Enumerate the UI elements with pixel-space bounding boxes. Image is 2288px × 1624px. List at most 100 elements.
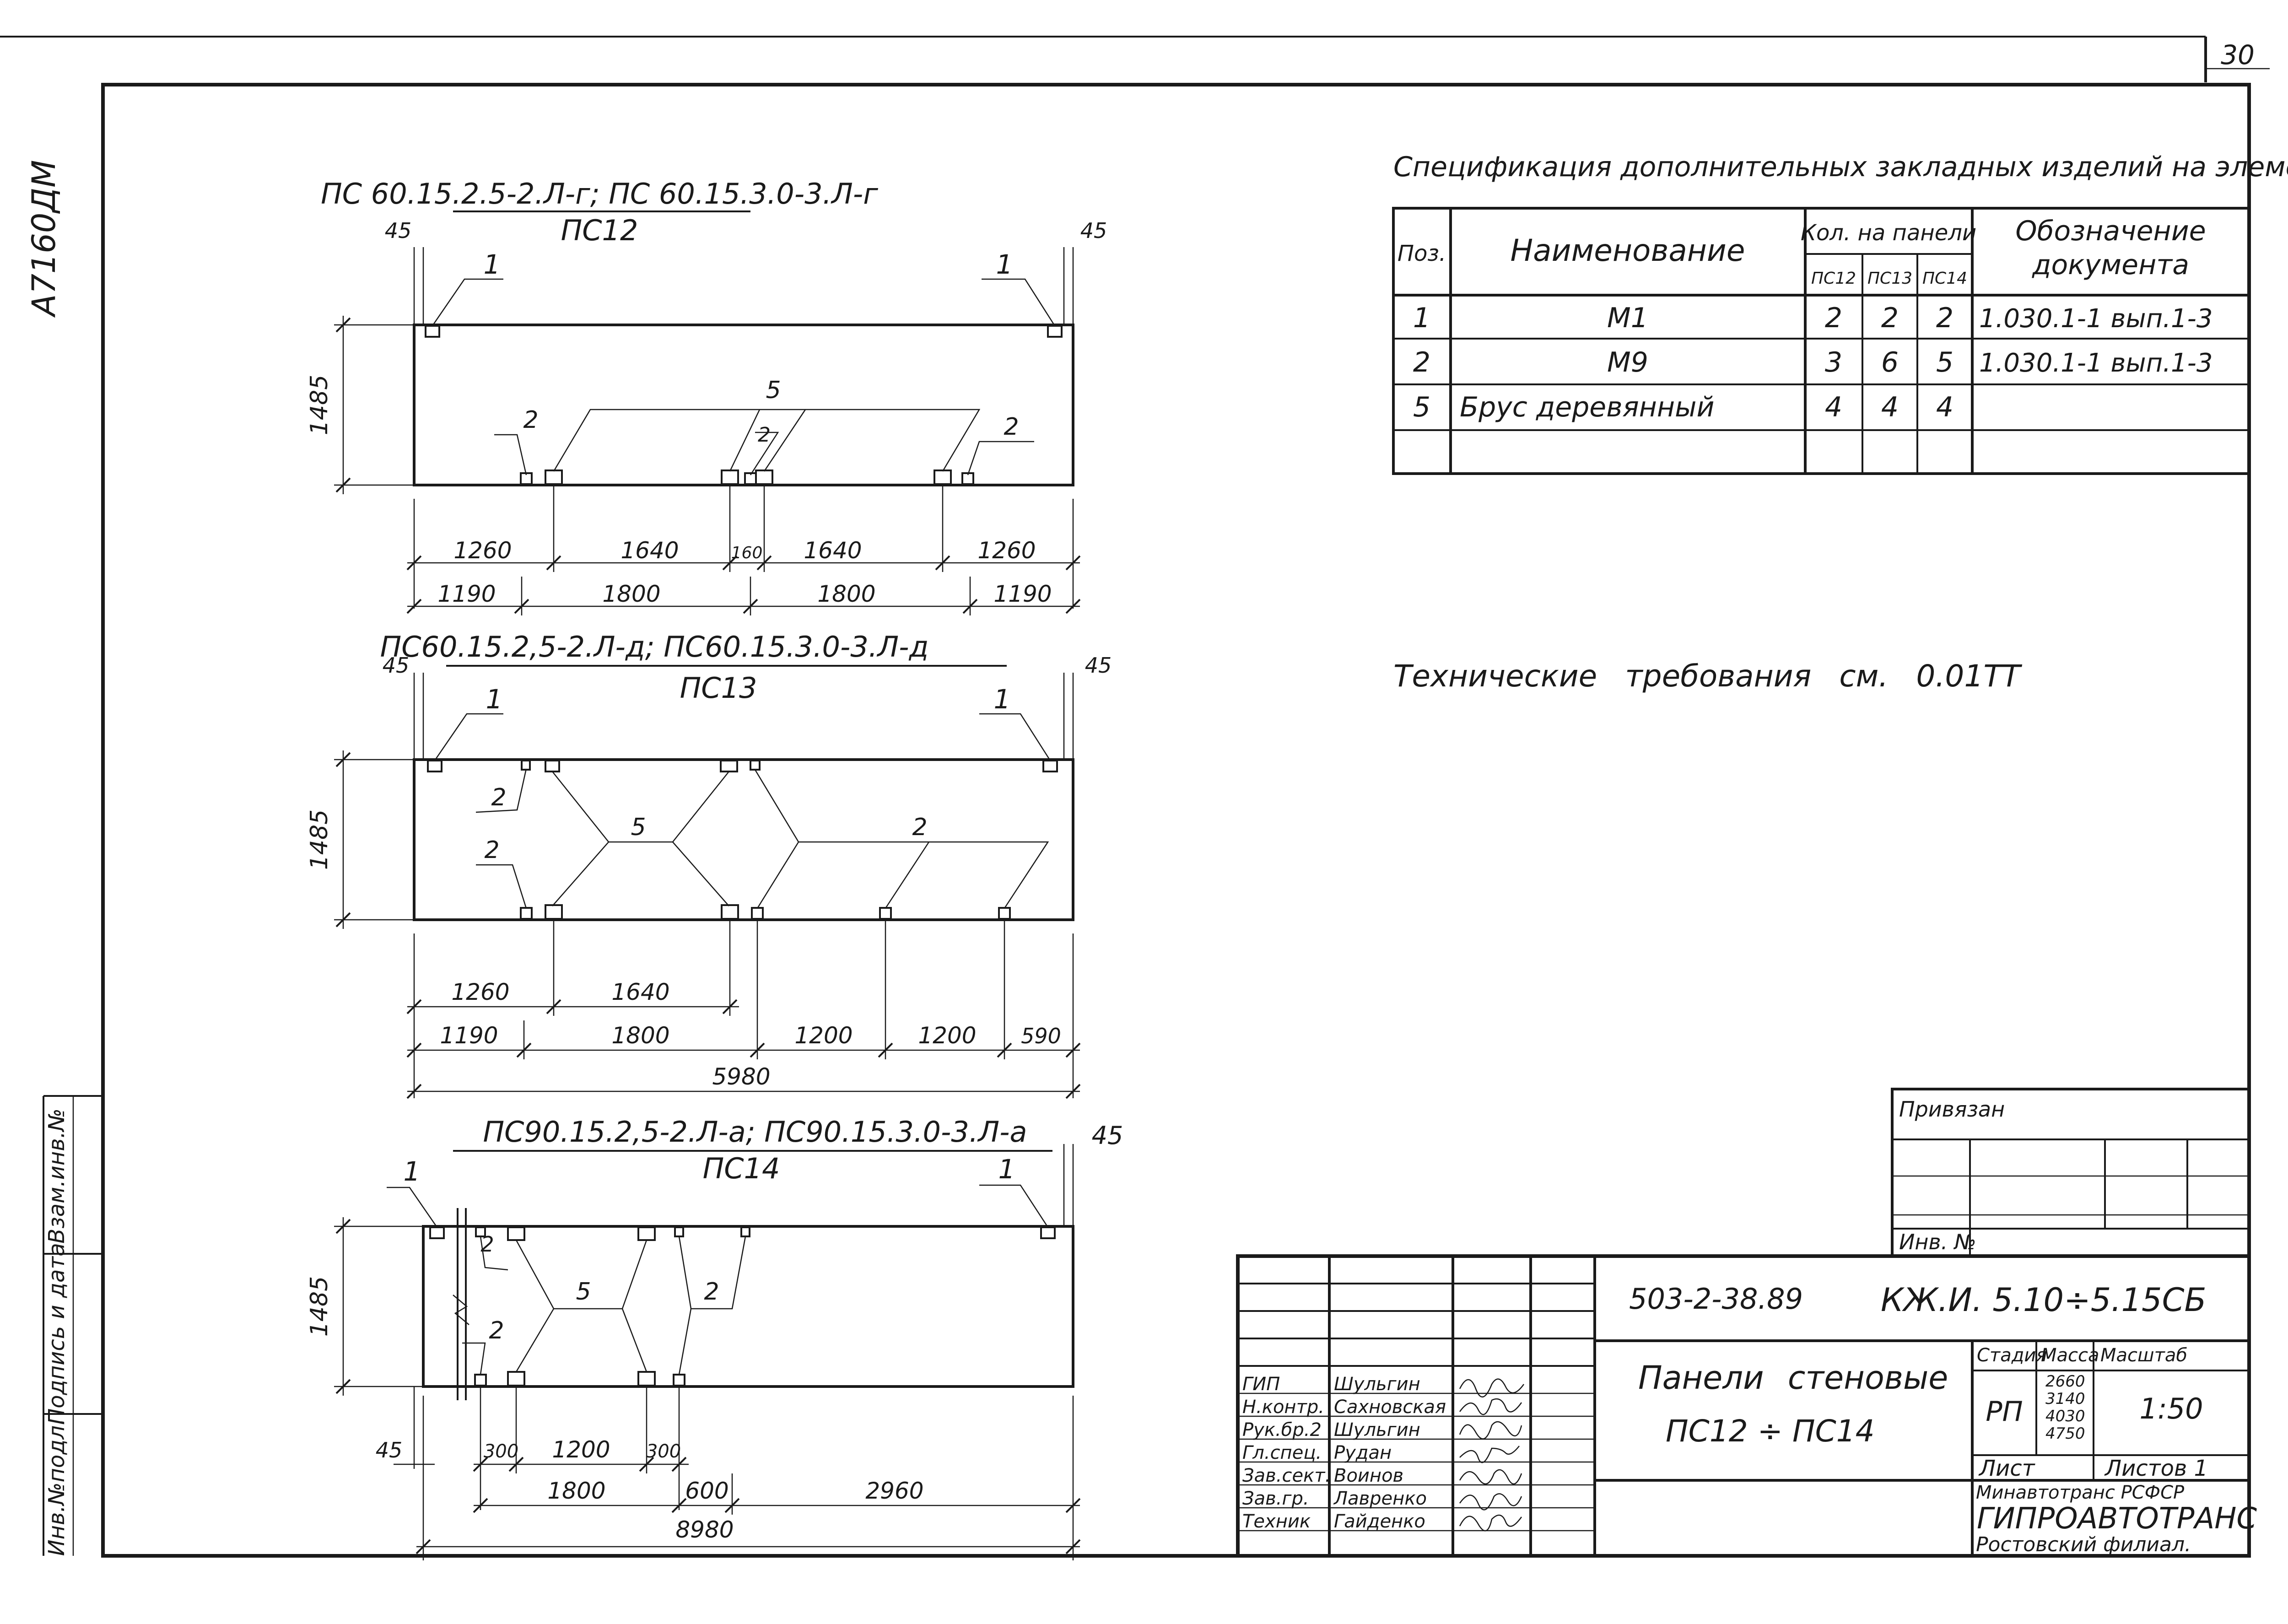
scale-label: Масштаб <box>2100 1345 2187 1366</box>
panel-2-callout-5: 5 <box>631 814 646 841</box>
staff-name-7: Гайденко <box>1334 1511 1425 1532</box>
panel-pc12: ПС 60.15.2.5-2.Л-г; ПС 60.15.3.0-3.Л-г П… <box>306 177 1107 615</box>
panel-3-edge-left: 45 <box>376 1438 403 1462</box>
side-stamp-sign: Подпись и дата <box>44 1243 70 1425</box>
drawing-code: КЖ.И. 5.10÷5.15СБ <box>1881 1281 2206 1319</box>
title-block: ГИП Шульгин Н.контр. Сахновская Рук.бр.2… <box>1236 1254 2257 1558</box>
spec-row-1-pos: 1 <box>1413 302 1430 334</box>
panel-1-edge-right: 45 <box>1080 218 1107 243</box>
panel-2-title: ПС60.15.2,5-2.Л-д; ПС60.15.3.0-3.Л-д <box>380 630 929 664</box>
staff-name-5: Воинов <box>1334 1465 1403 1486</box>
panel-1-dim-1260b: 1260 <box>977 537 1036 564</box>
binding-block: Привязан Инв. № <box>1891 1088 2250 1257</box>
panel-3-callout-2a: 2 <box>480 1232 494 1257</box>
spec-row-2-name: М9 <box>1607 346 1648 378</box>
spec-table: Спецификация дополнительных закладных из… <box>1392 151 2288 475</box>
panel-1-name: ПС12 <box>561 214 638 247</box>
panel-2-dim-590: 590 <box>1021 1024 1061 1048</box>
sheets-label: Листов 1 <box>2104 1456 2208 1481</box>
panel-1-outline <box>413 324 1074 486</box>
staff-role-2: Н.контр. <box>1242 1397 1324 1418</box>
panel-2-dim-1190: 1190 <box>440 1022 498 1049</box>
side-stamp-inv: Инв.№подл. <box>44 1419 70 1556</box>
spec-row-2-q3: 5 <box>1936 346 1953 378</box>
staff-role-7: Техник <box>1242 1511 1311 1532</box>
panel-2-callout-2b: 2 <box>484 836 499 864</box>
spec-qty-col-3: ПС14 <box>1922 269 1967 288</box>
panel-3-dim-600: 600 <box>685 1478 728 1504</box>
panel-2-callout-2a: 2 <box>491 784 506 811</box>
panel-3-outline <box>422 1225 1074 1388</box>
stage-value: РП <box>1986 1396 2023 1428</box>
panel-3-dim-2960: 2960 <box>865 1478 923 1504</box>
mass-value-1: 2660 <box>2045 1372 2085 1391</box>
sheet-label: Лист <box>1978 1456 2036 1481</box>
panel-1-edge-left: 45 <box>385 218 412 243</box>
panel-3-callout-1a: 1 <box>404 1156 421 1187</box>
panel-3-callout-2c: 2 <box>489 1317 504 1344</box>
binding-label: Привязан <box>1899 1097 2005 1122</box>
panel-1-dim-1800a: 1800 <box>602 581 660 607</box>
signatures <box>1459 1378 1525 1532</box>
staff-role-4: Гл.спец. <box>1242 1442 1322 1463</box>
panel-pc13: ПС60.15.2,5-2.Л-д; ПС60.15.3.0-3.Л-д ПС1… <box>306 630 1112 1099</box>
panel-1-callout-2a: 2 <box>523 406 538 434</box>
spec-row-2-pos: 2 <box>1413 346 1430 378</box>
panel-2-outline <box>413 758 1074 921</box>
panel-pc14: ПС90.15.2,5-2.Л-а; ПС90.15.3.0-3.Л-а ПС1… <box>306 1115 1123 1560</box>
panel-3-dim-overall: 8980 <box>675 1516 734 1543</box>
panel-2-callout-1b: 1 <box>994 684 1011 715</box>
panel-1-dim-1800b: 1800 <box>817 581 875 607</box>
panel-2-dim-overall: 5980 <box>712 1063 770 1090</box>
panel-3-dim-300b: 300 <box>646 1441 681 1462</box>
scale-value: 1:50 <box>2139 1392 2203 1425</box>
org-line-2: ГИПРОАВТОТРАНС <box>1977 1502 2257 1536</box>
spec-row-1-q1: 2 <box>1825 302 1842 334</box>
panel-2-dim-1800: 1800 <box>611 1022 669 1049</box>
panel-2-dim-1260: 1260 <box>451 979 509 1005</box>
panel-1-height: 1485 <box>306 375 333 435</box>
mass-value-2: 3140 <box>2045 1390 2085 1408</box>
title-line-1: Панели стеновые <box>1638 1359 1948 1397</box>
top-edge: 30 <box>0 36 2270 82</box>
panel-2-name: ПС13 <box>680 671 757 705</box>
spec-row-1-q3: 2 <box>1936 302 1953 334</box>
spec-header-designation: Обозначение документа <box>2015 215 2206 281</box>
spec-row-3-q2: 4 <box>1881 391 1899 423</box>
side-stamp-replace: Взам.инв.№ <box>44 1108 70 1243</box>
spec-qty-col-1: ПС12 <box>1811 269 1856 288</box>
mass-value-3: 4030 <box>2045 1407 2085 1425</box>
staff-name-2: Сахновская <box>1334 1397 1446 1418</box>
panel-1-callout-2c: 2 <box>1004 413 1019 441</box>
spec-row-3-q1: 4 <box>1825 391 1842 423</box>
panel-2-callout-1a: 1 <box>486 684 503 715</box>
panel-1-dim-1190a: 1190 <box>437 581 496 607</box>
spec-header-name: Наименование <box>1511 233 1745 268</box>
spec-row-2-q1: 3 <box>1825 346 1842 378</box>
side-stamp: Инв.№подл. Подпись и дата Взам.инв.№ <box>43 1095 103 1556</box>
staff-name-1: Шульгин <box>1334 1374 1420 1395</box>
sheet-frame <box>101 83 2251 1558</box>
margin-code: А7160ДМ <box>25 160 63 318</box>
staff-role-5: Зав.сект. <box>1242 1465 1331 1486</box>
page-number: 30 <box>2221 39 2255 70</box>
staff-name-3: Шульгин <box>1334 1419 1420 1441</box>
title-line-2: ПС12 ÷ ПС14 <box>1666 1414 1875 1449</box>
spec-title: Спецификация дополнительных закладных из… <box>1393 151 2288 183</box>
staff-name-4: Рудан <box>1334 1442 1392 1463</box>
mass-label: Масса <box>2041 1345 2099 1366</box>
spec-row-1-doc: 1.030.1-1 вып.1-3 <box>1979 304 2212 334</box>
staff-role-1: ГИП <box>1242 1374 1280 1395</box>
panel-3-height: 1485 <box>306 1276 333 1337</box>
spec-row-1-q2: 2 <box>1881 302 1899 334</box>
panel-3-edge-right: 45 <box>1092 1121 1123 1150</box>
spec-row-3-q3: 4 <box>1936 391 1953 423</box>
panel-3-name: ПС14 <box>703 1152 780 1185</box>
panel-1-dim-1640b: 1640 <box>804 537 862 564</box>
panel-3-callout-1b: 1 <box>998 1154 1015 1185</box>
panel-2-dim-1200b: 1200 <box>918 1022 976 1049</box>
panel-1-callout-2b: 2 <box>758 423 771 447</box>
panel-2-edge-right: 45 <box>1085 653 1112 678</box>
panel-2-height: 1485 <box>306 809 333 870</box>
